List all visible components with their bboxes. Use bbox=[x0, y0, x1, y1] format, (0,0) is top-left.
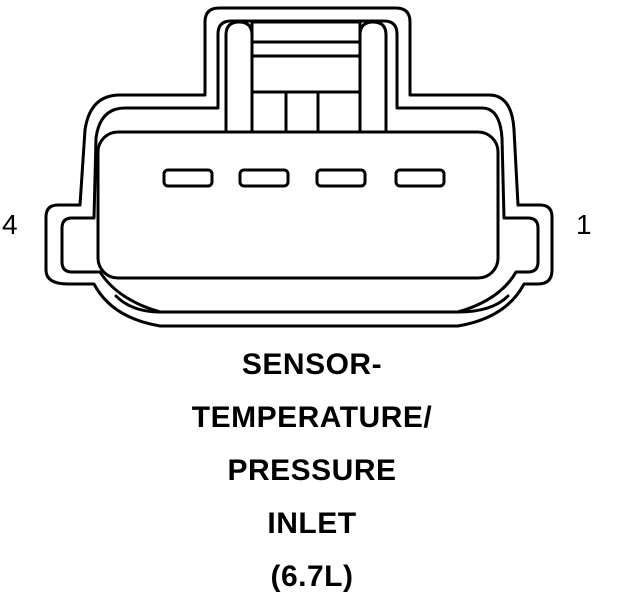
caption-line-5: (6.7L) bbox=[270, 560, 354, 593]
pin-number-right-label: 1 bbox=[576, 209, 592, 240]
caption-line-2: TEMPERATURE/ bbox=[191, 401, 433, 434]
pin-number-left-label: 4 bbox=[2, 209, 18, 240]
caption-line-3: PRESSURE bbox=[227, 454, 397, 487]
terminal-slot-2 bbox=[315, 168, 367, 188]
latch-rail-right bbox=[358, 20, 388, 134]
latch-rail-left bbox=[224, 20, 254, 134]
connector-housing-outer bbox=[44, 6, 554, 328]
connector-housing-inner bbox=[60, 19, 540, 314]
terminal-slot-1 bbox=[394, 168, 446, 188]
terminal-slot-4 bbox=[162, 168, 214, 188]
terminal-face bbox=[96, 130, 500, 280]
caption-line-4: INLET bbox=[267, 507, 357, 540]
caption-line-1: SENSOR- bbox=[241, 348, 383, 381]
housing-bottom-lip bbox=[114, 294, 510, 314]
latch-block bbox=[250, 20, 362, 134]
connector-drawing bbox=[44, 6, 554, 328]
terminal-slot-3 bbox=[238, 168, 290, 188]
